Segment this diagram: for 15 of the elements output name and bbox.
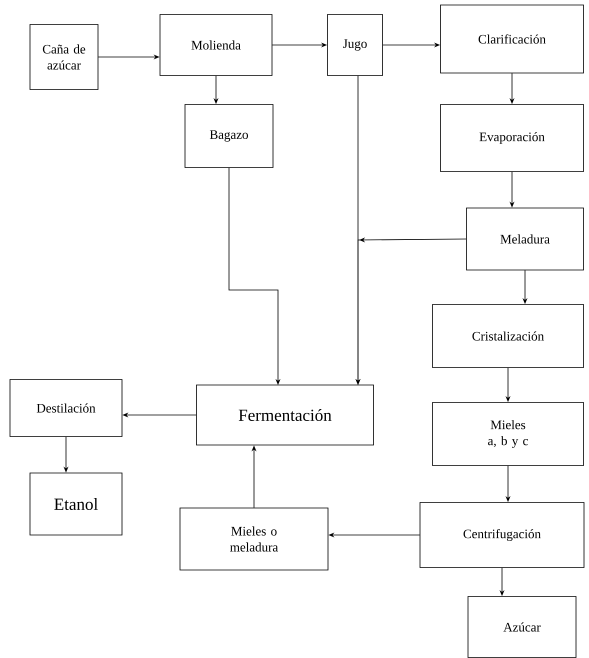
process-box: Molienda [160, 14, 272, 76]
process-box: Bagazo [184, 104, 274, 168]
process-box: Mieles o meladura [180, 508, 328, 570]
process-box: Azúcar [468, 596, 576, 658]
process-box: Cristalización [432, 304, 584, 368]
process-box: Fermentación [196, 384, 374, 446]
process-box: Evaporación [440, 104, 584, 172]
process-box: Destilación [10, 379, 122, 437]
process-box: Meladura [466, 208, 584, 270]
process-box: Clarificación [440, 4, 584, 74]
process-box: Jugo [327, 14, 383, 76]
process-box: Mieles a, b y c [432, 402, 584, 466]
process-box: Etanol [30, 472, 122, 536]
process-box: Caña de azúcar [30, 24, 98, 90]
process-box: Centrifugación [420, 502, 584, 568]
